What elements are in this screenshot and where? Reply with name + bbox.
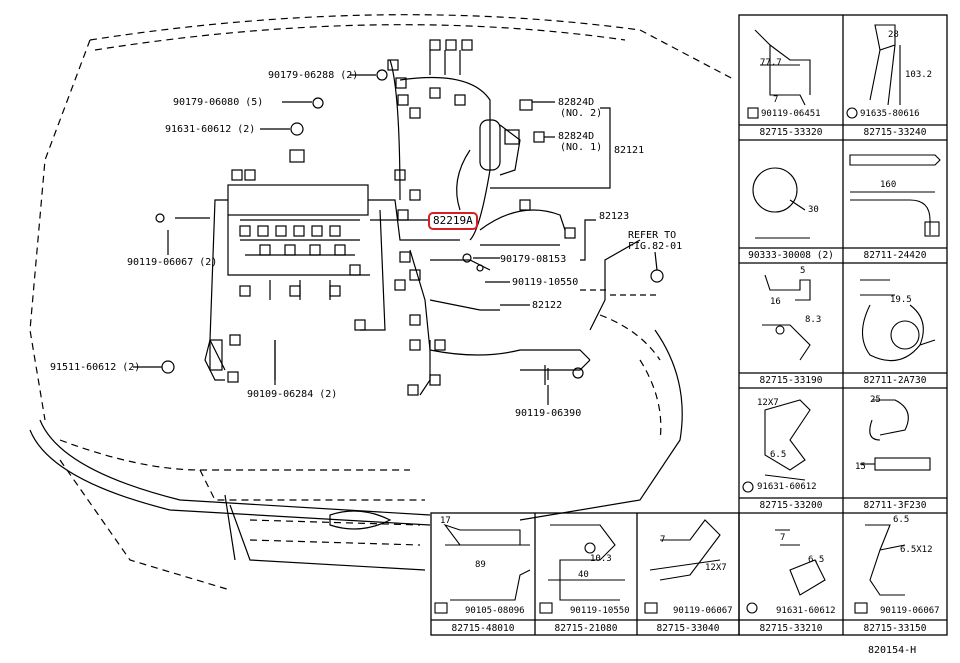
b5-part-number[interactable]: 82715-33150 (863, 623, 927, 634)
p8-dim2: 15 (855, 462, 866, 472)
label-90179-08153: 90179-08153 (500, 254, 567, 265)
p7-part-number[interactable]: 82715-33200 (759, 500, 823, 511)
label-82824d-no2: 82824D (558, 97, 595, 108)
label-90179-06288: 90179-06288 (2) (268, 70, 359, 81)
p8-part-number[interactable]: 82711-3F230 (863, 500, 927, 511)
p4-part-number[interactable]: 82711-24420 (863, 250, 927, 261)
b1-part-number[interactable]: 82715-48010 (451, 623, 515, 634)
b5-bolt: 90119-06067 (880, 606, 940, 616)
b4-dim2: 6.5 (808, 555, 825, 565)
b1-bolt: 90105-08096 (465, 606, 525, 616)
p5-dim3: 8.3 (805, 315, 822, 325)
label-82123: 82123 (599, 211, 630, 222)
b1-dim2: 89 (475, 560, 486, 570)
p4-dim1: 160 (880, 180, 897, 190)
b2-bolt: 90119-10550 (570, 606, 630, 616)
p5-part-number[interactable]: 82715-33190 (759, 375, 823, 386)
b1-dim1: 17 (440, 516, 451, 526)
label-90109-06284: 90109-06284 (2) (247, 389, 338, 400)
b5-dim2: 6.5X12 (900, 545, 933, 555)
p2-dim1: 28 (888, 30, 899, 40)
b4-part-number[interactable]: 82715-33210 (759, 623, 823, 634)
label-82121: 82121 (614, 145, 645, 156)
p8-dim1: 25 (870, 395, 881, 405)
label-82824d-no1: 82824D (558, 131, 595, 142)
p2-dim2: 103.2 (905, 70, 933, 80)
b5-dim1: 6.5 (893, 515, 910, 525)
diagram-code: 820154-H (868, 645, 917, 656)
p1-bolt: 90119-06451 (761, 109, 821, 119)
p3-part-number[interactable]: 90333-30008 (2) (748, 250, 834, 261)
b3-dim1: 7 (660, 535, 666, 545)
b4-dim1: 7 (780, 533, 786, 543)
p7-bolt: 91631-60612 (757, 482, 817, 492)
label-90119-06390: 90119-06390 (515, 408, 582, 419)
p6-dim1: 19.5 (890, 295, 912, 305)
b2-dim1: 10.3 (590, 554, 612, 564)
b3-part-number[interactable]: 82715-33040 (656, 623, 720, 634)
p5-dim1: 5 (800, 266, 806, 276)
label-82824d-no2-sub: (NO. 2) (560, 108, 603, 119)
p1-dim1: 77.7 (760, 58, 782, 68)
highlighted-part-82219a[interactable]: 82219A (428, 212, 478, 230)
label-82122: 82122 (532, 300, 563, 311)
b2-dim2: 40 (578, 570, 589, 580)
label-fig-ref[interactable]: FIG.82-01 (628, 241, 683, 252)
label-91631-60612: 91631-60612 (2) (165, 124, 256, 135)
b2-part-number[interactable]: 82715-21080 (554, 623, 618, 634)
p3-dim1: 30 (808, 205, 819, 215)
p7-dim1: 12X7 (757, 398, 779, 408)
b4-bolt: 91631-60612 (776, 606, 836, 616)
p1-part-number[interactable]: 82715-33320 (759, 127, 823, 138)
label-90179-06080: 90179-06080 (5) (173, 97, 264, 108)
label-90119-06067: 90119-06067 (2) (127, 257, 218, 268)
label-82824d-no1-sub: (NO. 1) (560, 142, 603, 153)
label-91511-60612: 91511-60612 (2) (50, 362, 141, 373)
label-90119-10550: 90119-10550 (512, 277, 579, 288)
p2-bolt: 91635-80616 (860, 109, 920, 119)
label-refer-to: REFER TO (628, 230, 677, 241)
b3-bolt: 90119-06067 (673, 606, 733, 616)
b3-dim2: 12X7 (705, 563, 727, 573)
p6-part-number[interactable]: 82711-2A730 (863, 375, 927, 386)
p2-part-number[interactable]: 82715-33240 (863, 127, 927, 138)
p7-dim2: 6.5 (770, 450, 787, 460)
p1-dim2: 7 (773, 95, 779, 105)
p5-dim2: 16 (770, 297, 781, 307)
